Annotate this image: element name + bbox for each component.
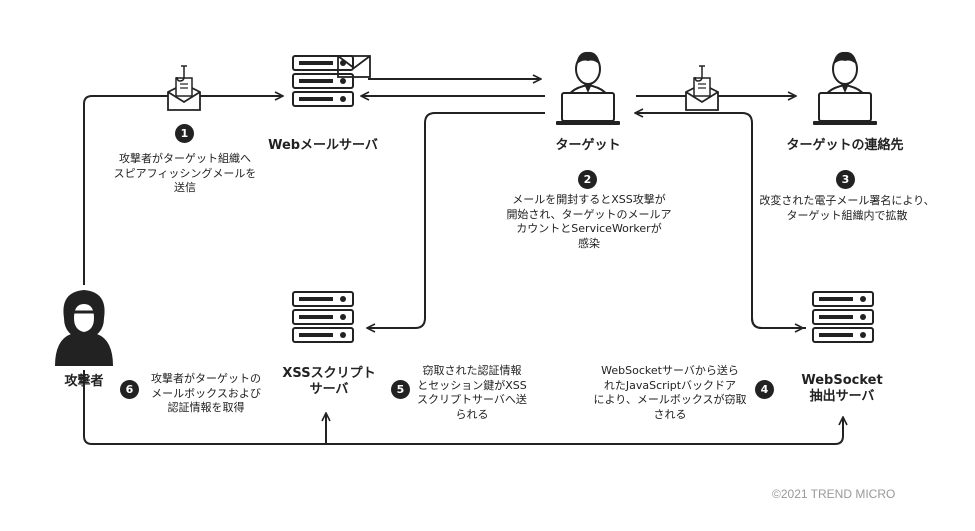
phishing-mail-icon (167, 65, 201, 111)
step-2-badge: 2 (578, 170, 597, 189)
step-5-badge: 5 (391, 380, 410, 399)
copyright: ©2021 TREND MICRO (772, 487, 896, 501)
arrow-target-to-xss (368, 112, 545, 328)
target-label: ターゲット (555, 138, 621, 153)
arrow-bottom-return (83, 370, 843, 445)
step-3-badge: 3 (836, 170, 855, 189)
contacts-label: ターゲットの連絡先 (786, 138, 904, 153)
phishing-mail-icon-2 (685, 65, 719, 111)
contacts-person-icon (812, 50, 878, 126)
flow-arrows (83, 79, 843, 445)
step-6-badge: 6 (120, 380, 139, 399)
step-5-text: 窃取された認証情報 とセッション鍵がXSS スクリプトサーバへ送 られる (417, 364, 527, 421)
attacker-label: 攻撃者 (64, 374, 104, 389)
websocket-server-label: WebSocket 抽出サーバ (801, 373, 883, 404)
step-3-text: 改変された電子メール署名により、 ターゲット組織内で拡散 (759, 194, 935, 222)
xss-server-icon (292, 291, 354, 343)
attacker-icon (55, 290, 113, 366)
webmail-server-label: Webメールサーバ (268, 138, 378, 153)
step-1-badge: 1 (175, 124, 194, 143)
step-4-badge: 4 (755, 380, 774, 399)
arrow-attacker-to-webmail (83, 96, 282, 285)
envelope-icon (337, 55, 371, 78)
step-2-text: メールを開封するとXSS攻撃が 開始され、ターゲットのメールア カウントとSer… (506, 193, 672, 250)
websocket-server-icon (812, 291, 874, 343)
step-4-text: WebSocketサーバから送ら れたJavaScriptバックドア により、メ… (593, 364, 747, 421)
target-person-icon (555, 50, 621, 126)
arrow-into-websocket (751, 317, 802, 328)
step-1-text: 攻撃者がターゲット組織へ スピアフィッシングメールを 送信 (113, 152, 257, 194)
webmail-server-icon (292, 55, 354, 107)
xss-server-label: XSSスクリプト サーバ (282, 366, 376, 397)
step-6-text: 攻撃者がターゲットの メールボックスおよび 認証情報を取得 (151, 372, 261, 414)
